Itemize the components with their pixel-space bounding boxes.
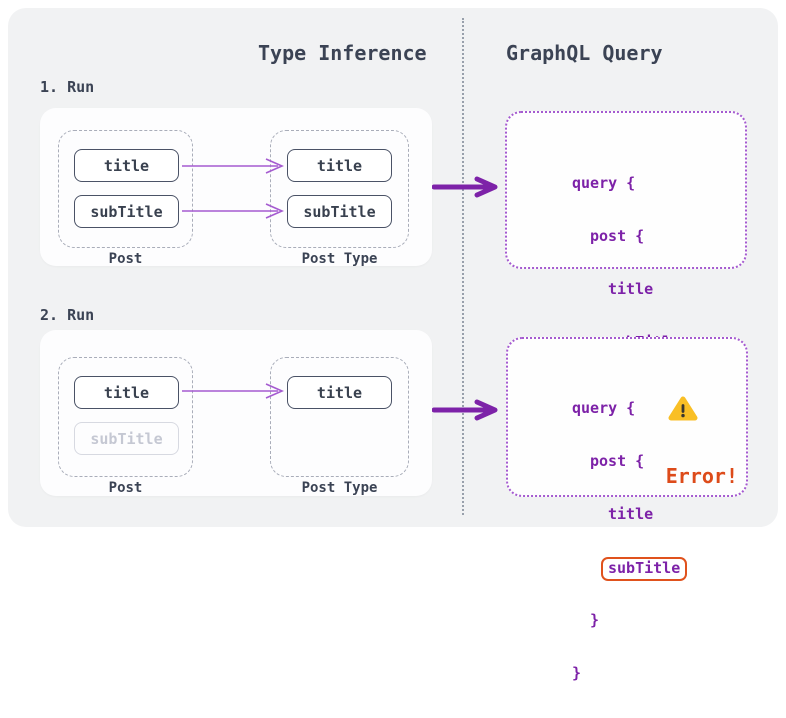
- warning-triangle-icon: [668, 396, 698, 421]
- invalid-field-highlight: subTitle: [601, 557, 688, 581]
- run2-posttype-group-caption: Post Type: [301, 480, 378, 496]
- code-line: title: [608, 505, 654, 523]
- section-divider: [462, 18, 464, 515]
- run2-posttype-field-title: title: [287, 376, 392, 409]
- run1-flow-arrow-icon: [432, 176, 498, 198]
- run1-post-group-caption: Post: [108, 251, 143, 267]
- run1-posttype-field-subtitle: subTitle: [287, 195, 392, 228]
- left-section-title: Type Inference: [258, 41, 427, 65]
- code-line: }: [572, 664, 582, 682]
- run1-posttype-field-title: title: [287, 149, 392, 182]
- code-line: title: [608, 280, 654, 298]
- run1-post-group: title subTitle Post: [58, 130, 193, 267]
- run1-posttype-group-caption: Post Type: [301, 251, 378, 267]
- run2-post-group: title subTitle Post: [58, 357, 193, 496]
- run1-post-field-title: title: [74, 149, 179, 182]
- run1-posttype-group: title subTitle Post Type: [270, 130, 409, 267]
- code-line: }: [590, 611, 600, 629]
- right-section-title: GraphQL Query: [506, 41, 663, 65]
- code-line: post {: [590, 452, 645, 470]
- run2-flow-arrow-icon: [432, 399, 498, 421]
- run2-label: 2. Run: [40, 306, 95, 324]
- run1-inference-card: title subTitle Post title subTitle Post …: [40, 108, 432, 267]
- run1-graphql-query-box: query { post { title subTitle } }: [505, 111, 747, 457]
- code-line: query {: [572, 174, 636, 192]
- run2-graphql-query-box: query { post { title subTitle } } Error!: [506, 337, 748, 682]
- code-line: subTitle: [601, 557, 694, 581]
- code-line: query {: [572, 399, 636, 417]
- run1-post-field-subtitle: subTitle: [74, 195, 179, 228]
- run2-post-group-caption: Post: [108, 480, 143, 496]
- run2-inference-card: title subTitle Post title Post Type: [40, 330, 432, 496]
- run2-posttype-group: title Post Type: [270, 357, 409, 496]
- run2-post-field-subtitle-removed: subTitle: [74, 422, 179, 455]
- code-line: post {: [590, 227, 645, 245]
- error-label: Error!: [665, 464, 738, 488]
- run1-label: 1. Run: [40, 78, 95, 96]
- run2-post-field-title: title: [74, 376, 179, 409]
